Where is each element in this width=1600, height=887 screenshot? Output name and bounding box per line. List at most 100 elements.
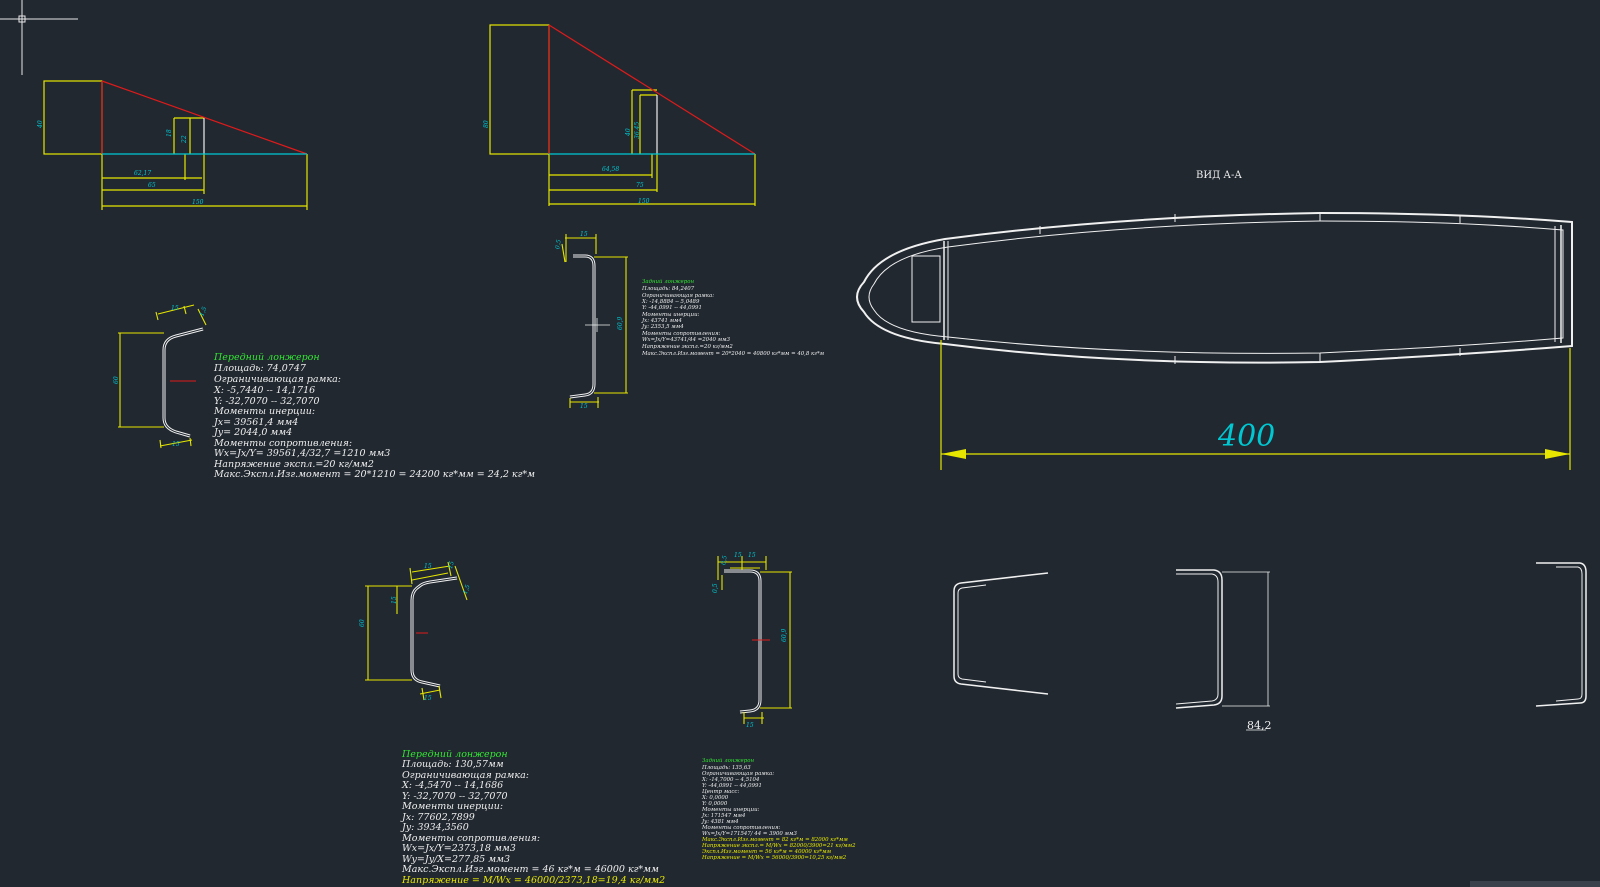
note-front-spar-1: Передний лонжерон Площадь: 74,0747 Огран… <box>212 352 535 480</box>
note-line: Y: -44,0991 -- 44,0991 <box>702 783 762 789</box>
section-detail-center <box>1175 569 1270 731</box>
note-line: Моменты сопротивления: <box>213 438 352 449</box>
note-line: Y: 0,0000 <box>702 801 728 807</box>
section-detail-left <box>953 572 1049 695</box>
note-line: X: -5,7440 -- 14,1716 <box>213 385 315 396</box>
note-title: Передний лонжерон <box>213 352 320 363</box>
dim-total-label: 150 <box>638 198 650 205</box>
note-yellow-line: Напряжение = M/Wx = 56000/3900=10,25 кг/… <box>701 855 847 861</box>
section-detail-right <box>1535 562 1587 707</box>
dim-top-b-label: 15 <box>580 231 588 238</box>
note-line: X: -14,8884 -- 5,0489 <box>641 299 700 305</box>
dim-height-label: 40 <box>37 120 44 129</box>
spar-profile-1: 15 1,5 60 15 <box>113 304 208 449</box>
note-yellow-line: Макс.Экспл.Изг.момент = 82 кг*м = 82000 … <box>701 837 848 843</box>
dim-top-b-label: 15 <box>734 552 742 559</box>
note-line: Ограничивающая рамка: <box>214 374 341 385</box>
dim-inner-b-label: 36,45 <box>634 122 641 139</box>
note-title: Задний лонжерон <box>702 758 754 764</box>
dim-x2-label: 65 <box>148 182 156 189</box>
dim-height-label: 60 <box>113 376 120 384</box>
note-line: Моменты сопротивления: <box>641 331 721 337</box>
dim-bottom-label: 15 <box>580 403 588 410</box>
note-line: Wx=Jx/Y=171547/ 44 = 3900 мм3 <box>702 831 797 837</box>
load-diagram-2: 80 40 36,45 64,58 75 150 <box>483 24 756 206</box>
note-line: Jy= 2044,0 мм4 <box>212 427 292 438</box>
note-line: Y: -32,7070 -- 32,7070 <box>402 791 508 802</box>
note-line: Макс.Экспл.Изг.момент = 20*1210 = 24200 … <box>213 469 535 480</box>
note-yellow-line: Напряжение экспл.= M/Wx = 82000/3900=21 … <box>701 843 856 849</box>
note-line: Wx=Jx/Y= 39561,4/32,7 =1210 мм3 <box>214 448 390 459</box>
load-diagram-1: 40 18 22 62,17 65 150 <box>37 80 308 210</box>
dim-height-label: 80 <box>483 120 490 128</box>
note-line: Моменты инерции: <box>213 406 315 417</box>
note-line: Моменты инерции: <box>701 807 760 813</box>
note-line: Площадь: 130,57мм <box>401 759 504 770</box>
spar-profile-2: 0,5 15 60,9 15 <box>554 231 628 410</box>
note-line: Wx=Jx/Y=2373,18 мм3 <box>402 843 516 854</box>
note-title: Задний лонжерон <box>642 279 694 285</box>
note-line: Площадь: 135,63 <box>701 765 751 771</box>
note-line: Y: -32,7070 -- 32,7070 <box>214 396 320 407</box>
view-label: ВИД А-А <box>1196 170 1242 181</box>
dim-height-label: 60,9 <box>781 628 788 642</box>
dim-top-c-label: 15 <box>748 552 756 559</box>
dim-height-label: 60,9 <box>617 316 624 330</box>
note-line: Моменты инерции: <box>401 801 503 812</box>
bottom-dimension: 84,2 <box>1247 719 1272 732</box>
main-dimension-value: 400 <box>1217 419 1275 454</box>
note-line: Jx: 77602,7899 <box>400 812 475 823</box>
note-rear-spar-2: Задний лонжерон Площадь: 135,63 Ограничи… <box>701 758 856 861</box>
note-line: Моменты сопротивления: <box>401 833 540 844</box>
dim-inner-label: 15 <box>391 596 398 604</box>
dim-top-a-label: 0,5 <box>554 239 563 250</box>
note-line: Jx: 43741 мм4 <box>641 318 683 324</box>
note-line: Jx: 171547 мм4 <box>701 813 746 819</box>
note-rear-spar-1: Задний лонжерон Площадь: 84,2407 Огранич… <box>641 279 825 357</box>
dim-total-label: 150 <box>192 199 204 206</box>
dim-corner-label: 1,5 <box>198 306 208 318</box>
dim-inner-a-label: 18 <box>166 129 173 137</box>
note-line: Y: -44,0991 -- 44,0991 <box>642 305 702 311</box>
note-yellow-line: Экспл.Изг.момент = 56 кг*м = 40000 кг*мм <box>702 849 832 855</box>
dim-top-a-label: 15 <box>424 563 432 570</box>
status-strip <box>1470 881 1600 887</box>
note-line: X: -14,7000 -- 4,5104 <box>701 777 760 783</box>
note-line: X: 0,0000 <box>701 795 729 801</box>
note-line: Jx= 39561,4 мм4 <box>212 417 298 428</box>
note-line: Wx=Jx/Y=43741/44 =2040 мм3 <box>642 337 731 343</box>
crosshair-cursor-icon <box>0 0 78 75</box>
dim-bottom-label: 15 <box>424 695 432 702</box>
dim-top-label: 15 <box>171 305 179 312</box>
dim-corner-label: 1,5 <box>462 584 472 596</box>
note-line: Макс.Экспл.Изг.момент = 46 кг*м = 46000 … <box>401 864 659 875</box>
note-line: Jy: 3934,3560 <box>400 822 469 833</box>
dim-bottom-label: 15 <box>172 441 180 448</box>
note-line: Wy=Jy/X=277,85 мм3 <box>402 854 510 865</box>
note-line: Напряжение экспл.=20 кг/мм2 <box>213 459 374 470</box>
note-line: Ограничивающая рамка: <box>402 770 529 781</box>
note-line: Моменты инерции: <box>641 312 700 318</box>
dim-inner-a-label: 40 <box>625 128 632 137</box>
dim-top-a-label: 0,5 <box>720 555 729 566</box>
note-line: Ограничивающая рамка: <box>702 771 774 777</box>
note-line: X: -4,5470 -- 14,1686 <box>401 780 503 791</box>
dim-height-label: 60 <box>359 619 366 627</box>
note-line: Площадь: 84,2407 <box>641 286 695 292</box>
note-line: Jy: 4381 мм4 <box>701 819 739 825</box>
dim-x1-label: 62,17 <box>134 170 151 177</box>
note-line: Центр масс: <box>702 789 739 795</box>
spar-profile-4: 0,5 15 15 0,5 60,9 15 <box>712 552 792 729</box>
note-line: Макс.Экспл.Изг.момент = 20*2040 = 40800 … <box>641 351 825 357</box>
note-line: Напряжение экспл.=20 кг/мм2 <box>641 344 733 350</box>
dim-side-label: 0,5 <box>712 583 719 593</box>
note-title: Передний лонжерон <box>401 749 508 760</box>
note-front-spar-2: Передний лонжерон Площадь: 130,57мм Огра… <box>400 749 665 886</box>
note-line: Ограничивающая рамка: <box>642 293 714 299</box>
dim-bottom-label: 15 <box>746 722 754 729</box>
note-line: Площадь: 74,0747 <box>213 363 307 374</box>
dim-x1-label: 64,58 <box>602 166 619 173</box>
note-stress-line: Напряжение = M/Wx = 46000/2373,18=19,4 к… <box>401 875 665 886</box>
note-line: Моменты сопротивления: <box>701 825 781 831</box>
